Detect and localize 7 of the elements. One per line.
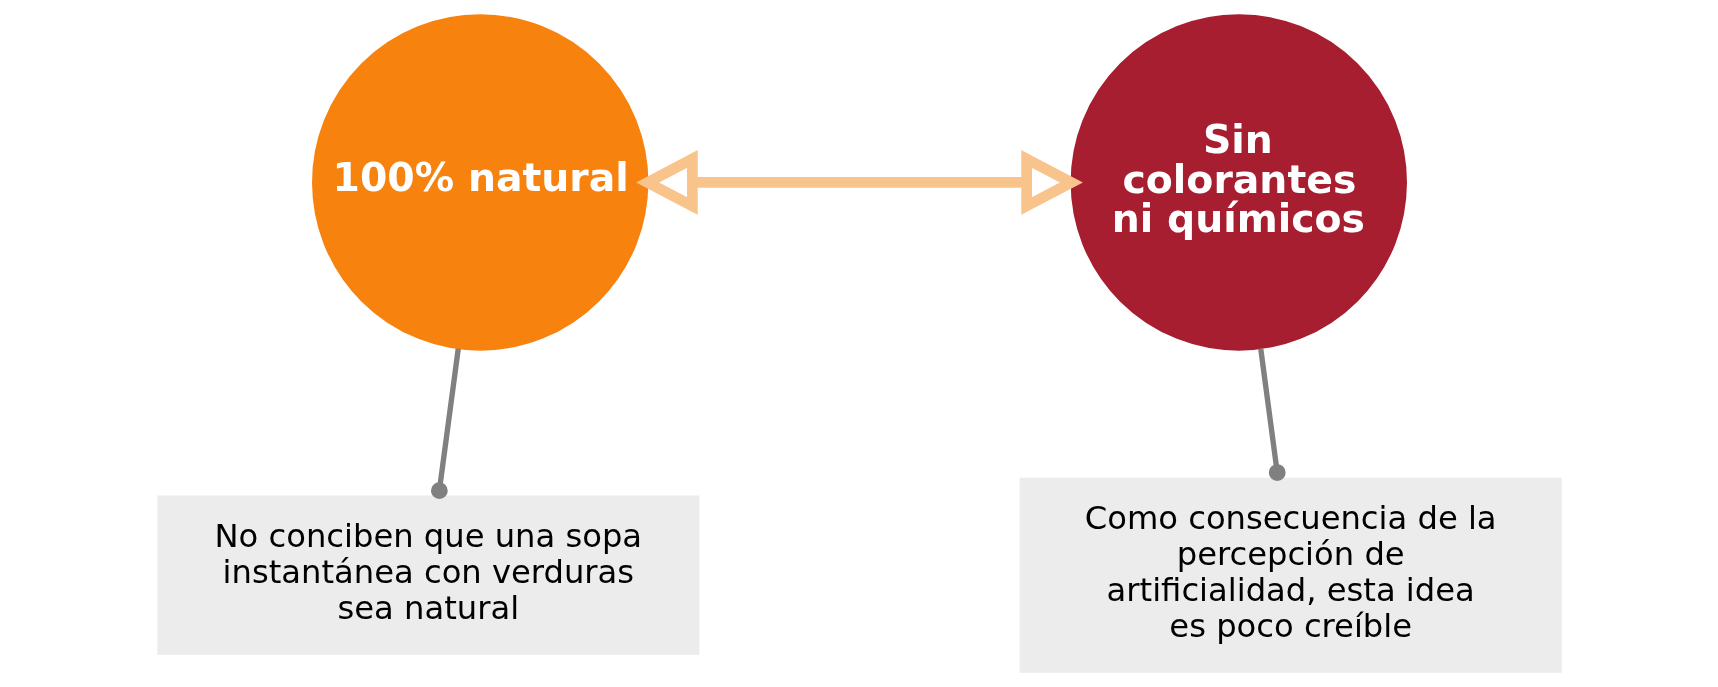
connector: [430, 348, 461, 500]
connector: [1257, 348, 1286, 481]
arrow: [635, 150, 1083, 215]
node-box: No conciben que una sopa instantánea con verduras sea natural: [156, 495, 699, 655]
node-circle: Sin colorantes ni químicos: [1070, 14, 1407, 351]
node-circle: 100% natural: [311, 14, 648, 351]
node-box: Como consecuencia de la percepción de artificialidad, esta idea es poco creíble: [1019, 477, 1562, 673]
